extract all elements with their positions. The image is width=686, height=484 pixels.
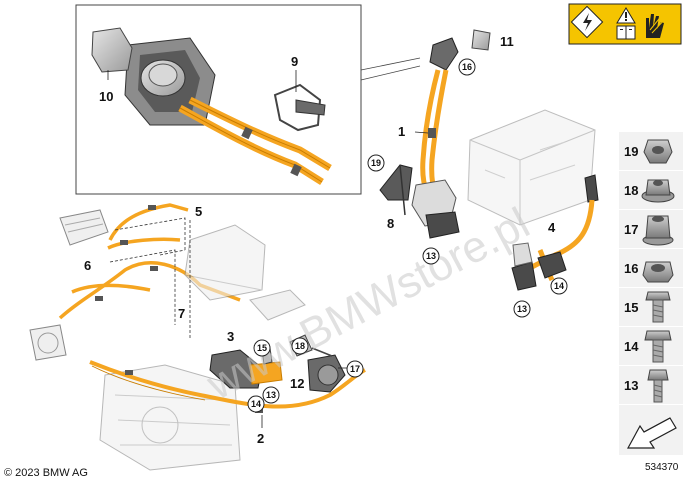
callout-circle-15: 15 <box>253 339 271 357</box>
svg-text:13: 13 <box>426 251 436 261</box>
electric-machine-right <box>467 109 596 226</box>
side-label-15: 15 <box>624 300 638 315</box>
callout-10: 10 <box>99 89 113 104</box>
callout-circle-14b: 14 <box>247 395 265 413</box>
svg-text:15: 15 <box>257 343 267 353</box>
side-label-14: 14 <box>624 339 639 354</box>
diagram-number: 534370 <box>645 462 679 473</box>
callout-8: 8 <box>387 216 394 231</box>
bracket-8 <box>379 164 413 216</box>
cable-4 <box>511 174 599 291</box>
callout-circle-13c: 13 <box>262 386 280 404</box>
inset-detail-box <box>75 4 421 195</box>
callout-circle-14a: 14 <box>550 277 568 295</box>
callout-circle-19: 19 <box>367 154 385 172</box>
bolt-15 <box>619 288 683 326</box>
nut-19 <box>619 132 683 170</box>
callout-1: 1 <box>398 124 405 139</box>
power-electronics-unit <box>184 224 306 321</box>
svg-text:19: 19 <box>371 158 381 168</box>
callout-2: 2 <box>257 431 264 446</box>
cable-5 <box>59 203 189 250</box>
callout-4: 4 <box>548 220 556 235</box>
side-label-19: 19 <box>624 144 638 159</box>
warning-label <box>568 3 682 45</box>
callout-circle-13a: 13 <box>422 247 440 265</box>
callout-6: 6 <box>84 258 91 273</box>
callout-circle-16: 16 <box>458 58 476 76</box>
callout-12: 12 <box>290 376 304 391</box>
callout-7: 7 <box>178 306 185 321</box>
svg-text:18: 18 <box>295 341 305 351</box>
bolt-14 <box>619 327 683 365</box>
svg-text:16: 16 <box>462 62 472 72</box>
side-label-16: 16 <box>624 261 638 276</box>
svg-text:14: 14 <box>554 281 564 291</box>
svg-text:13: 13 <box>517 304 527 314</box>
nut-16 <box>619 249 683 287</box>
callout-3: 3 <box>227 329 234 344</box>
cable-assembly-1 <box>411 29 491 239</box>
callout-circle-13b: 13 <box>513 300 531 318</box>
svg-text:13: 13 <box>266 390 276 400</box>
copyright-text: © 2023 BMW AG <box>4 467 88 479</box>
side-parts-panel <box>619 132 683 455</box>
nut-18 <box>619 171 683 209</box>
side-label-17: 17 <box>624 222 638 237</box>
side-label-18: 18 <box>624 183 638 198</box>
bolt-13 <box>619 366 683 404</box>
svg-text:14: 14 <box>251 399 261 409</box>
callout-11: 11 <box>500 34 514 49</box>
do-not-touch-icon <box>646 13 667 38</box>
drive-unit-lower <box>99 364 241 471</box>
dashed-leaders <box>109 217 191 340</box>
callout-9: 9 <box>291 54 298 69</box>
callout-5: 5 <box>195 204 202 219</box>
nut-17 <box>619 210 683 248</box>
side-label-13: 13 <box>624 378 638 393</box>
callout-circle-17: 17 <box>346 360 364 378</box>
caution-triangle-icon <box>616 7 636 24</box>
svg-text:17: 17 <box>350 364 360 374</box>
view-direction-arrow-icon <box>619 405 683 455</box>
high-voltage-warning-icon <box>570 5 604 39</box>
read-manual-icon <box>616 25 636 40</box>
watermark: www.BMWstore.pl <box>198 198 537 409</box>
callout-circle-18: 18 <box>291 337 309 355</box>
